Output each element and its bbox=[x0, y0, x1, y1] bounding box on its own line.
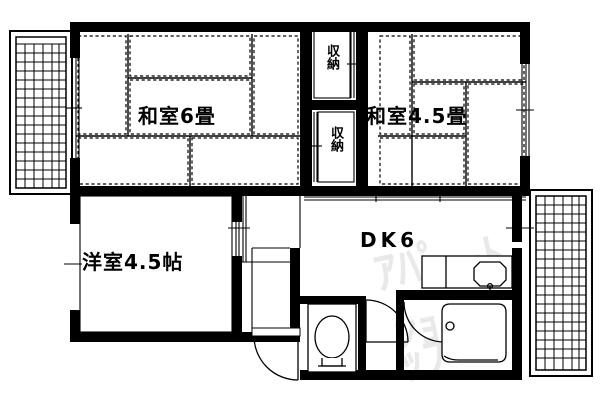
room-label-dk-6: DK6 bbox=[360, 228, 419, 252]
bath-door[interactable] bbox=[403, 301, 445, 343]
floor-edge-lines bbox=[299, 196, 512, 379]
tatami-mats-washitsu-6 bbox=[77, 35, 299, 185]
sliding-doors-and-thin-lines bbox=[64, 29, 534, 333]
balcony-right bbox=[529, 189, 593, 377]
balcony-left bbox=[9, 30, 73, 195]
tatami-seams bbox=[76, 34, 526, 186]
bathtub-fixture bbox=[441, 303, 507, 363]
room-label-washitsu-45: 和室4.5畳 bbox=[366, 104, 468, 128]
walls bbox=[70, 22, 530, 380]
tatami-mats-washitsu-45 bbox=[379, 35, 525, 185]
closet-label-lower: 収納 bbox=[328, 126, 343, 152]
entrance-door[interactable] bbox=[251, 327, 301, 381]
closet-label-upper: 収納 bbox=[324, 44, 339, 70]
toilet-door[interactable] bbox=[365, 299, 409, 343]
room-label-washitsu-6: 和室6畳 bbox=[138, 104, 216, 128]
toilet-fixture bbox=[307, 303, 357, 373]
kitchen-sink-fixture bbox=[421, 255, 513, 296]
room-label-yoshitsu-45: 洋室4.5帖 bbox=[82, 250, 184, 274]
